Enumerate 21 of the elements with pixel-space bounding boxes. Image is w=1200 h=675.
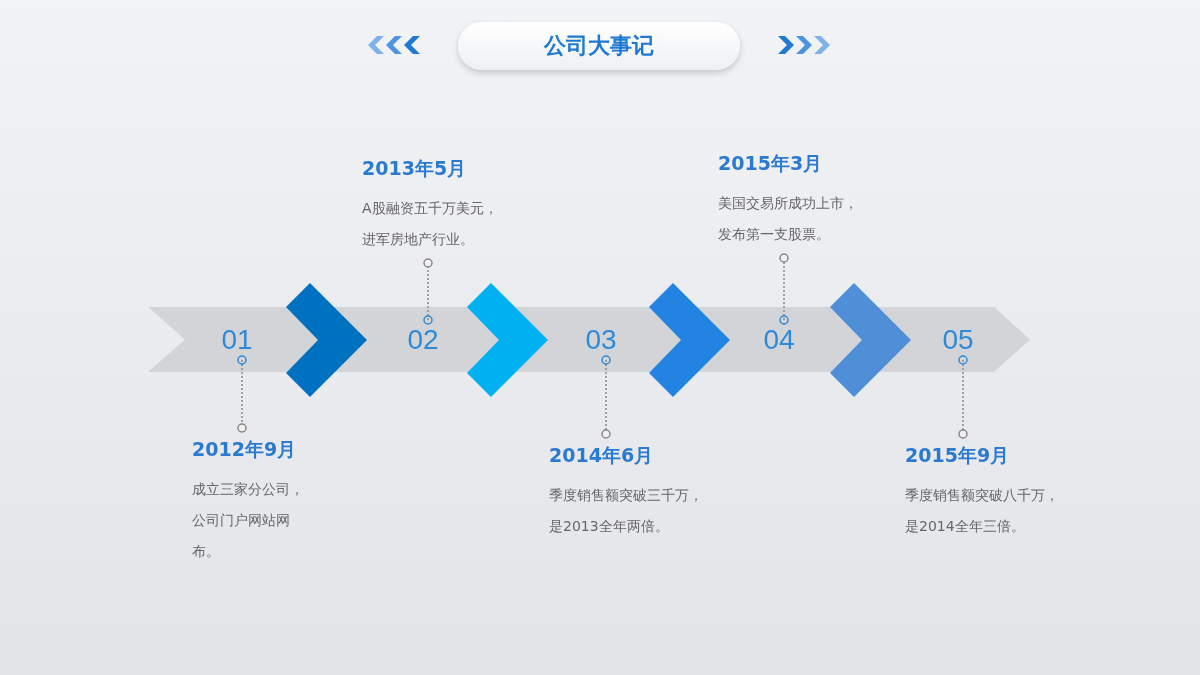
step-number: 03 (571, 324, 631, 356)
leader-line (779, 253, 789, 325)
event-date: 2012年9月 (192, 437, 298, 462)
event-date: 2014年6月 (549, 443, 655, 468)
step-number: 01 (207, 324, 267, 356)
event-date: 2015年9月 (905, 443, 1011, 468)
event-description: 成立三家分公司，公司门户网站网布。 (192, 480, 305, 561)
step-number: 04 (749, 324, 809, 356)
leader-line (237, 355, 247, 433)
step-number: 02 (393, 324, 453, 356)
event-description: 季度销售额突破八千万，是2014全年三倍。 (905, 486, 1060, 536)
step-number: 05 (928, 324, 988, 356)
leader-line (958, 355, 968, 439)
event-description: A股融资五千万美元，进军房地产行业。 (362, 199, 499, 249)
leader-line (423, 258, 433, 325)
event-description: 美国交易所成功上市，发布第一支股票。 (718, 194, 859, 244)
event-date: 2015年3月 (718, 151, 824, 176)
event-date: 2013年5月 (362, 156, 468, 181)
event-description: 季度销售额突破三千万，是2013全年两倍。 (549, 486, 704, 536)
leader-line (601, 355, 611, 439)
title-pill: 公司大事记 (458, 22, 740, 70)
